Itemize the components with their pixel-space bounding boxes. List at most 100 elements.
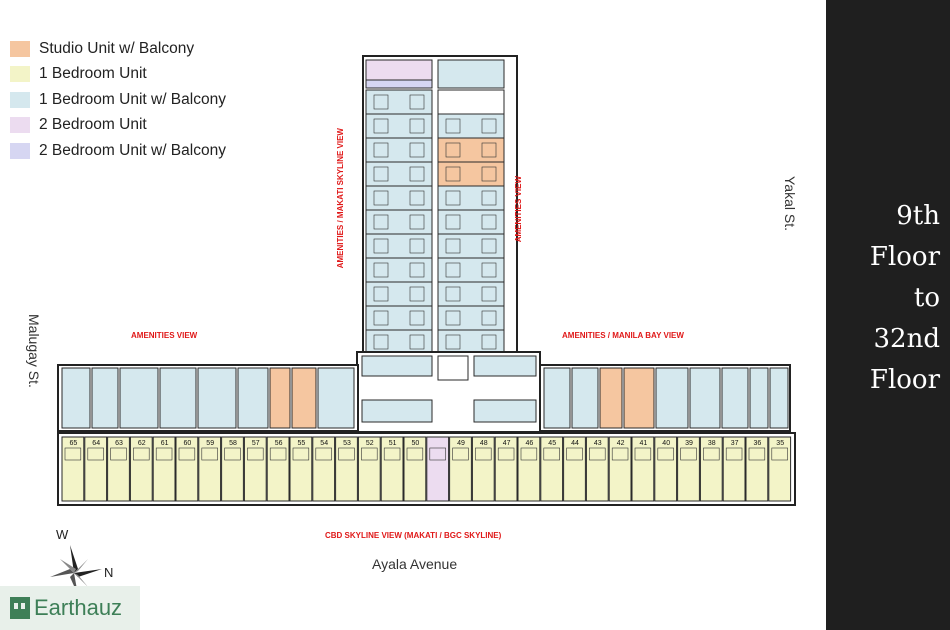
room-detail (224, 447, 241, 461)
room-detail (543, 447, 560, 461)
unit-number: 61 (161, 440, 169, 447)
room-detail (409, 118, 425, 134)
floor-range-title: 9th Floor to 32nd Floor (870, 196, 940, 401)
unit-number: 40 (662, 440, 670, 447)
room-detail (373, 214, 389, 230)
room-detail (178, 447, 196, 461)
compass: W N (40, 525, 120, 595)
unit-number: 38 (708, 440, 716, 447)
room-detail (445, 214, 461, 230)
room-detail (725, 447, 743, 461)
unit-left-wing (119, 367, 159, 429)
compass-west-label: W (56, 527, 69, 542)
unit-bottom (768, 436, 792, 502)
unit-bottom (221, 436, 244, 502)
unit-bottom (426, 436, 450, 502)
unit-number: 41 (640, 440, 648, 447)
room-detail (657, 447, 674, 461)
room-detail (373, 262, 389, 278)
unit-tower-right (437, 137, 505, 163)
unit-bottom (654, 436, 678, 502)
unit-left-wing (317, 367, 355, 429)
legend-label: Studio Unit w/ Balcony (39, 39, 195, 57)
unit-right-wing (623, 367, 655, 429)
room-detail (771, 447, 788, 461)
brand-logo: Earthauz (0, 586, 140, 630)
room-detail (445, 334, 461, 350)
brand-name: Earthauz (34, 595, 123, 620)
unit-number: 56 (275, 440, 283, 447)
unit-number: 57 (252, 440, 260, 447)
room-detail (520, 447, 538, 461)
unit-left-wing (269, 367, 291, 429)
unit-1br-balcony (365, 281, 433, 307)
view-label-amenities-right: AMENITIES VIEW (514, 176, 523, 243)
room-detail (680, 447, 697, 461)
unit-2br (365, 59, 433, 81)
room-detail (481, 286, 497, 302)
unit-tower-right (437, 161, 505, 187)
room-detail (64, 447, 82, 461)
room-detail (475, 447, 492, 461)
room-detail (481, 214, 497, 230)
room-detail (373, 286, 389, 302)
unit-1br-balcony (437, 59, 505, 89)
room-detail (409, 190, 425, 206)
unit-bottom (84, 436, 108, 502)
stair-core (437, 355, 469, 381)
floor-title-line: 9th (896, 201, 940, 231)
unit-bottom (175, 436, 199, 502)
legend-swatch (10, 117, 30, 134)
unit-bottom (699, 436, 723, 502)
street-ayala: Ayala Avenue (372, 556, 458, 572)
unit-bottom (107, 436, 130, 502)
room-detail (429, 447, 446, 461)
unit-bottom (563, 436, 586, 502)
unit-number: 35 (776, 440, 784, 447)
unit-number: 59 (206, 440, 214, 447)
street-yakal: Yakal St. (782, 176, 798, 231)
room-detail (87, 447, 104, 461)
unit-1br-balcony (365, 185, 433, 211)
room-detail (481, 118, 497, 134)
legend-label: 2 Bedroom Unit (39, 116, 147, 134)
room-detail (361, 447, 378, 461)
unit-bottom (631, 436, 655, 502)
unit-number: 62 (138, 440, 146, 447)
room-detail (373, 142, 389, 158)
room-detail (406, 447, 424, 461)
legend-swatch (10, 91, 30, 108)
room-detail (338, 447, 355, 461)
unit-number: 58 (229, 440, 237, 447)
room-detail (445, 142, 461, 158)
unit-tower-right (437, 257, 505, 283)
room-detail (445, 262, 461, 278)
unit-left-wing (159, 367, 197, 429)
unit-tower-right (437, 281, 505, 307)
unit-tower-right (437, 233, 505, 259)
unit-number: 63 (115, 440, 123, 447)
view-label-amenities-makati: AMENITIES / MAKATI SKYLINE VIEW (336, 128, 345, 269)
legend: Studio Unit w/ Balcony 1 Bedroom Unit 1 … (10, 36, 226, 164)
unit-1br-balcony (365, 161, 433, 187)
unit-right-wing (543, 367, 571, 429)
unit-bottom (243, 436, 267, 502)
room-detail (409, 286, 425, 302)
room-detail (110, 447, 127, 461)
legend-item-1br: 1 Bedroom Unit (10, 62, 226, 88)
unit-bottom (540, 436, 564, 502)
unit-tower-right (437, 209, 505, 235)
unit-bottom (152, 436, 176, 502)
unit-bottom (380, 436, 404, 502)
unit-bottom (585, 436, 609, 502)
room-detail (373, 190, 389, 206)
unit-bottom (266, 436, 290, 502)
room-detail (409, 262, 425, 278)
unit-bottom (335, 436, 358, 502)
unit-number: 37 (731, 440, 739, 447)
unit-number: 45 (548, 440, 556, 447)
room-detail (445, 238, 461, 254)
room-detail (409, 310, 425, 326)
room-detail (589, 447, 606, 461)
room-detail (315, 447, 332, 461)
